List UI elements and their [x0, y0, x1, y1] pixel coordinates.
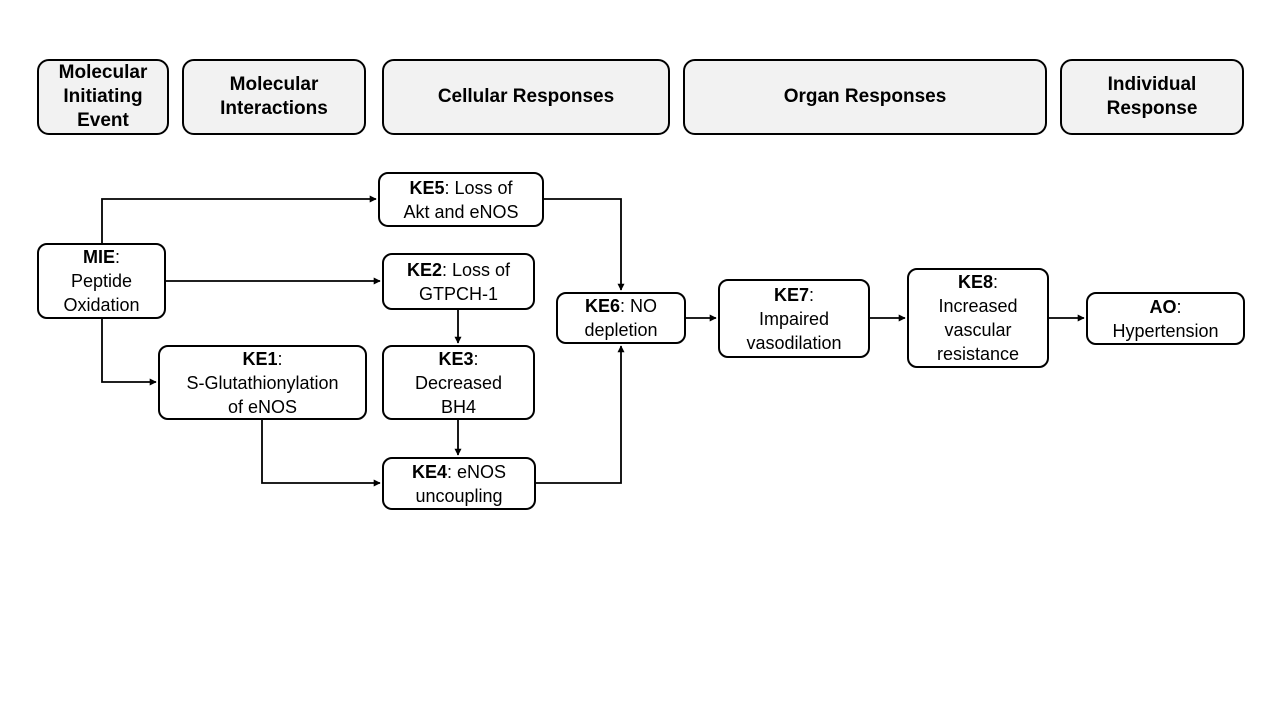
node-ke5-label: KE5 [409, 177, 445, 198]
edge-ke1-to-ke4 [261, 420, 381, 487]
node-ao-text: Hypertension [1112, 320, 1219, 341]
node-ke4-text: eNOS uncoupling [415, 461, 507, 506]
header-molecular-interactions: Molecular Interactions [182, 59, 366, 135]
node-ke2: KE2: Loss of GTPCH-1 [382, 253, 535, 310]
node-ke4: KE4: eNOS uncoupling [382, 457, 536, 510]
node-ke5: KE5: Loss of Akt and eNOS [378, 172, 544, 227]
node-ke5-text: Loss of Akt and eNOS [403, 177, 519, 222]
node-ke2-label: KE2 [406, 259, 442, 280]
node-ke4-label: KE4 [411, 461, 447, 482]
node-ke7-text: Impaired vasodilation [746, 308, 842, 353]
node-ke3-text: Decreased BH4 [414, 372, 503, 417]
node-mie-text: Peptide Oxidation [63, 271, 140, 315]
node-ke3-label: KE3 [438, 348, 474, 369]
node-ke6-label: KE6 [584, 296, 620, 316]
header-individual-response: Individual Response [1060, 59, 1244, 135]
node-mie-label: MIE [82, 247, 115, 267]
node-ke2-text: Loss of GTPCH-1 [418, 259, 511, 304]
node-ke1: KE1:S-Glutathionylation of eNOS [158, 345, 367, 420]
node-ke1-label: KE1 [242, 348, 278, 369]
edge-mie-to-ke1 [101, 319, 157, 386]
node-ke1-text: S-Glutathionylation of eNOS [186, 372, 339, 417]
edge-mie-to-ke5 [101, 195, 377, 243]
edge-ke5-to-ke6 [544, 198, 625, 291]
node-ke8-text: Increased vascular resistance [936, 296, 1020, 364]
header-organ-responses: Organ Responses [683, 59, 1047, 135]
node-ke8-label: KE8 [957, 272, 993, 292]
header-molecular-initiating-event: Molecular Initiating Event [37, 59, 169, 135]
node-ke3: KE3:Decreased BH4 [382, 345, 535, 420]
node-ke6: KE6: NO depletion [556, 292, 686, 344]
node-ke8: KE8:Increased vascular resistance [907, 268, 1049, 368]
node-ao-label: AO [1149, 296, 1177, 317]
header-cellular-responses: Cellular Responses [382, 59, 670, 135]
edge-ke4-to-ke6 [536, 345, 625, 484]
node-ao: AO:Hypertension [1086, 292, 1245, 345]
node-ke6-text: NO depletion [584, 296, 658, 340]
node-mie: MIE:Peptide Oxidation [37, 243, 166, 319]
node-ke7: KE7:Impaired vasodilation [718, 279, 870, 358]
node-ke7-label: KE7 [773, 284, 809, 305]
